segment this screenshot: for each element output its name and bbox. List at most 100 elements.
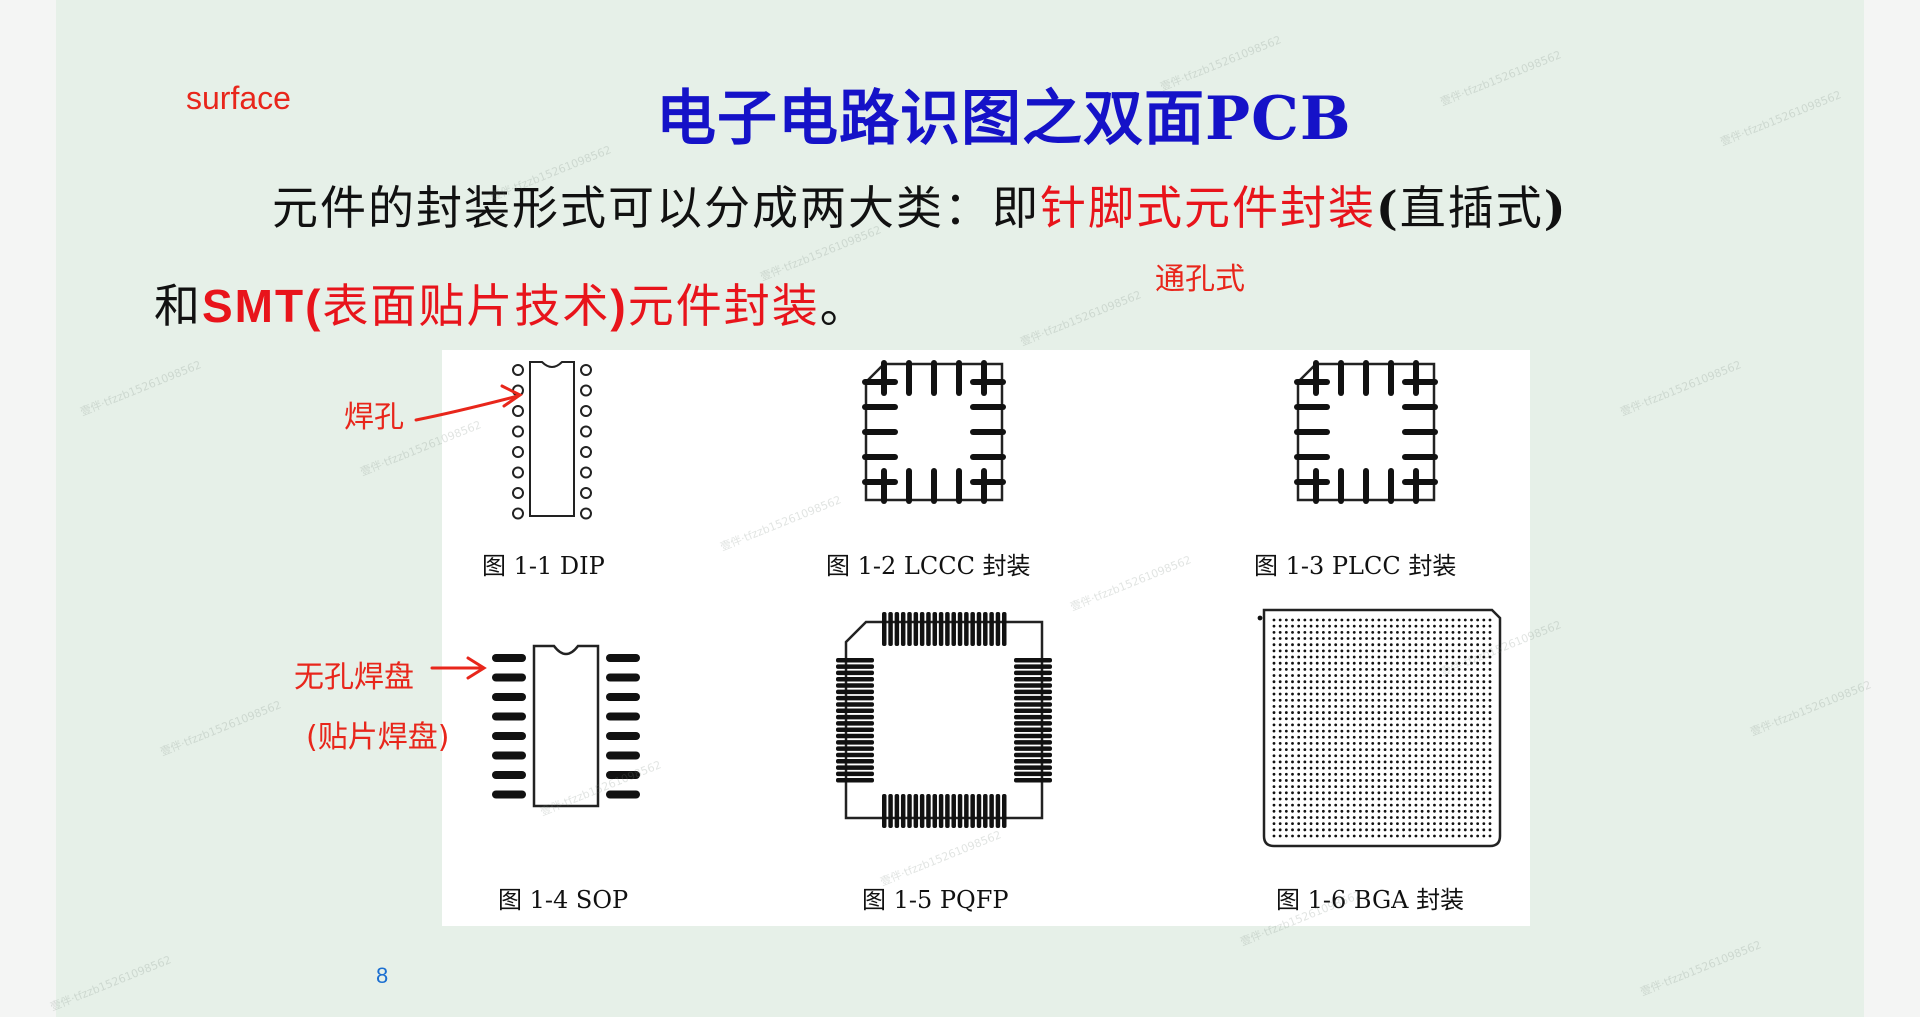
pqfp-lead <box>1002 794 1007 828</box>
dip-hole <box>512 507 524 520</box>
chip-lead <box>1402 429 1438 435</box>
pqfp-lead <box>964 794 969 828</box>
pqfp-lead <box>983 794 988 828</box>
pqfp-lead <box>1014 740 1052 745</box>
pqfp-lead <box>970 612 975 646</box>
chip-lead <box>1294 429 1330 435</box>
chip-lead <box>1313 468 1319 504</box>
chip-lead <box>1363 468 1369 504</box>
chip-lead <box>862 479 898 485</box>
chip-lead <box>1413 468 1419 504</box>
pqfp-lead <box>1014 765 1052 770</box>
pqfp-lead <box>900 612 906 646</box>
arrow-to-solder-hole <box>414 384 523 422</box>
pqfp-lead <box>1014 721 1052 726</box>
pqfp-lead <box>913 612 919 646</box>
pqfp-lead <box>836 771 874 777</box>
chip-lead <box>981 360 987 396</box>
pqfp-lead <box>938 612 944 646</box>
chip-lead <box>1294 479 1330 485</box>
pqfp-lead <box>888 612 893 646</box>
pqfp-lead <box>995 794 1001 828</box>
pqfp-lead <box>989 794 994 828</box>
pqfp-lead <box>894 612 900 646</box>
line1-paren-open: ( <box>1376 181 1400 235</box>
pqfp-lead <box>1014 683 1052 688</box>
pqfp-lead <box>836 746 874 751</box>
pqfp-lead <box>836 676 874 682</box>
pqfp-lead <box>976 612 982 646</box>
dip-hole <box>512 364 524 376</box>
lccc-drawing <box>862 360 1006 504</box>
chip-lead <box>1338 468 1344 504</box>
pqfp-lead <box>882 612 887 646</box>
sop-lead <box>492 771 526 779</box>
pqfp-lead <box>836 759 874 764</box>
chip-lead <box>881 360 887 396</box>
chip-lead <box>970 479 1006 485</box>
chip-lead <box>931 468 937 504</box>
pqfp-lead <box>945 612 950 646</box>
annotation-arrows <box>414 384 523 680</box>
pqfp-lead <box>983 612 988 646</box>
pqfp-lead <box>957 612 963 646</box>
sop-lead <box>492 693 526 701</box>
plcc-drawing <box>1294 360 1438 504</box>
label-padless-pad: 无孔焊盘 <box>294 660 414 695</box>
pqfp-drawing <box>836 612 1052 828</box>
pqfp-lead <box>1014 778 1052 783</box>
line1-pin-package: 针脚式元件封装 <box>1040 181 1376 235</box>
pqfp-lead <box>836 708 874 714</box>
pqfp-lead <box>836 695 874 701</box>
pqfp-lead <box>932 612 938 646</box>
chip-lead <box>970 379 1006 385</box>
chip-lead <box>931 360 937 396</box>
chip-lead <box>862 454 898 460</box>
pqfp-lead <box>836 683 874 688</box>
dip-hole <box>580 364 592 376</box>
chip-lead <box>970 454 1006 460</box>
pqfp-lead <box>1014 733 1052 739</box>
dip-hole <box>512 487 524 499</box>
pqfp-lead <box>932 794 938 828</box>
page-number: 8 <box>376 963 389 988</box>
caption-plcc: 图 1-3 PLCC 封装 <box>1254 552 1457 580</box>
body-line-1: 元件的封装形式可以分成两大类：即针脚式元件封装(直插式) <box>272 172 1568 238</box>
caption-lccc: 图 1-2 LCCC 封装 <box>826 552 1031 580</box>
chip-lead <box>1402 454 1438 460</box>
chip-lead <box>1402 404 1438 410</box>
pqfp-lead <box>945 794 950 828</box>
pqfp-lead <box>1014 670 1052 676</box>
pqfp-lead <box>836 733 874 739</box>
pqfp-lead <box>907 794 912 828</box>
chip-lead <box>862 379 898 385</box>
dip-hole <box>580 466 592 479</box>
pqfp-lead <box>836 714 874 720</box>
dip-hole <box>580 487 592 499</box>
chip-lead <box>1294 404 1330 410</box>
line2-period: 。 <box>819 279 868 333</box>
pqfp-lead <box>836 702 874 707</box>
sop-lead <box>606 654 640 662</box>
pqfp-lead <box>913 794 919 828</box>
sop-lead <box>492 654 526 662</box>
pqfp-lead <box>907 612 912 646</box>
pqfp-lead <box>951 612 956 646</box>
dip-hole <box>580 384 592 397</box>
pqfp-lead <box>1014 727 1052 732</box>
pqfp-lead <box>1002 612 1007 646</box>
line1-paren-close: ) <box>1543 181 1568 235</box>
chip-lead <box>970 429 1006 435</box>
chip-lead <box>906 360 912 396</box>
pqfp-lead <box>964 612 969 646</box>
body-line-2: 和SMT(表面贴片技术)元件封装。 <box>154 270 868 336</box>
sop-lead <box>606 771 640 779</box>
pqfp-lead <box>989 612 994 646</box>
chip-lead <box>881 468 887 504</box>
pqfp-lead <box>1014 752 1052 758</box>
chip-lead <box>1402 479 1438 485</box>
dip-hole <box>512 466 524 479</box>
pqfp-lead <box>926 794 931 828</box>
chip-lead <box>1294 379 1330 385</box>
